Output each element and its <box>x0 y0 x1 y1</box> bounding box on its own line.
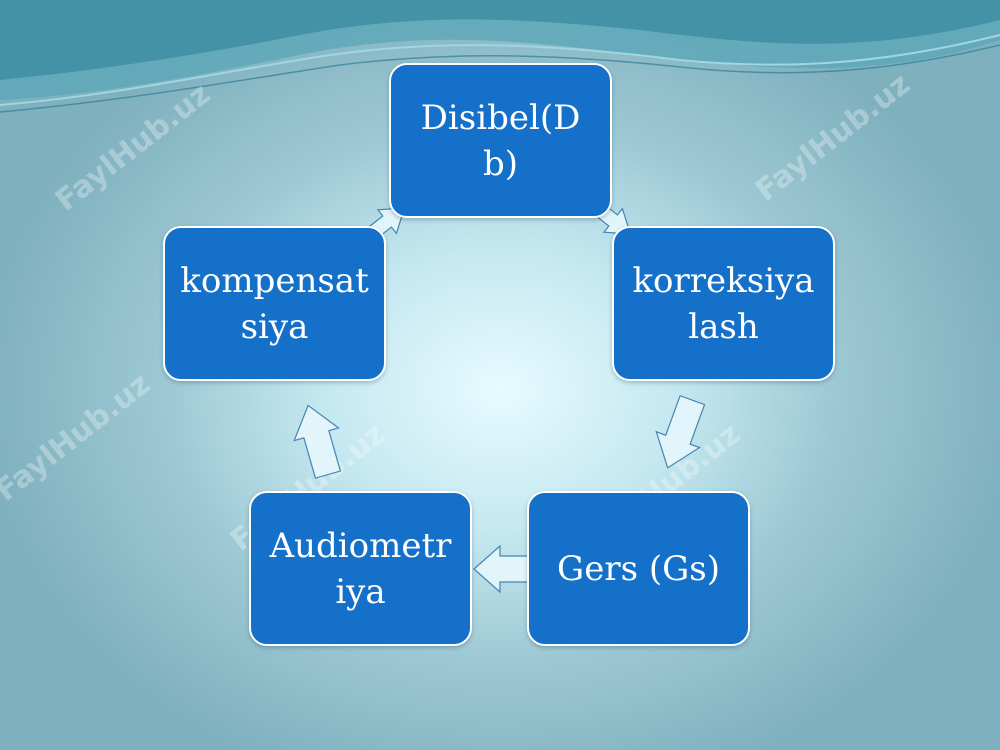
node-korreksiyalash: korreksiyalash <box>612 226 835 381</box>
node-disibel: Disibel(Db) <box>389 63 612 218</box>
node-label: kompensatsiya <box>180 260 369 347</box>
arrow-icon <box>655 394 706 469</box>
arrow-icon <box>293 404 342 479</box>
node-label: Disibel(Db) <box>420 97 581 184</box>
node-label: korreksiyalash <box>632 260 815 347</box>
node-label: Gers (Gs) <box>557 548 720 589</box>
node-gers: Gers (Gs) <box>527 491 750 646</box>
node-label: Audiometriya <box>269 525 452 612</box>
node-audiometriya: Audiometriya <box>249 491 472 646</box>
header-wave-decoration <box>0 0 1000 113</box>
node-kompensatsiya: kompensatsiya <box>163 226 386 381</box>
